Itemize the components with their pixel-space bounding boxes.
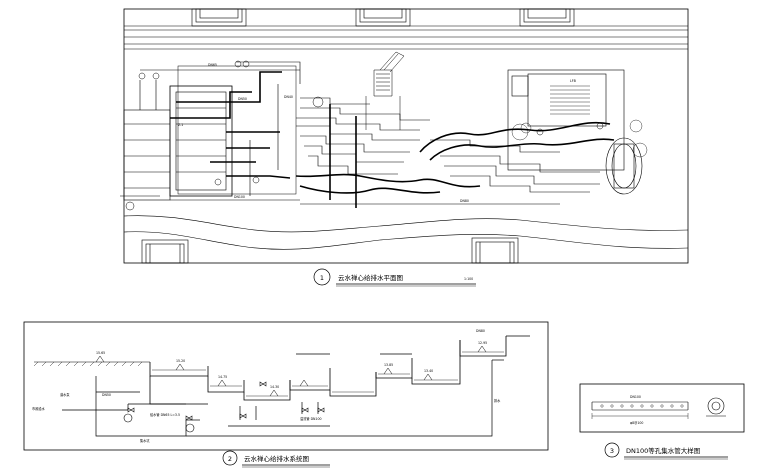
top-building-1 <box>191 8 247 27</box>
sys-label-a: 潜水泵 <box>60 392 70 397</box>
plan-label-valve: Z-1 <box>178 123 183 127</box>
caption-2-number: 2 <box>228 455 232 463</box>
sys-label-b: 集水坑 <box>140 438 150 443</box>
bottom-building-1 <box>141 239 189 264</box>
plan-frame <box>123 8 689 264</box>
detail-label-spec: φ8@100 <box>630 421 643 425</box>
sys-label-note1: 给水管 DN65 L=3.5 <box>150 412 180 417</box>
caption-3: 3 DN100等孔集水管大样图 <box>604 442 728 460</box>
system-pipes <box>62 359 504 437</box>
system-view: 市政给水 DN50 给水管 DN65 L=3.5 溢流管 DN100 15.65… <box>23 321 549 451</box>
plan-label-dn65: DN65 <box>208 63 217 67</box>
sys-label-el4: 14.30 <box>270 385 279 389</box>
sys-label-el2: 15.20 <box>176 359 185 363</box>
sys-label-pump: DN50 <box>102 393 111 397</box>
plan-view: DN65 DN50 DN40 DN100 DN80 LFB Z-1 <box>120 8 689 264</box>
caption-1-number: 1 <box>320 274 324 282</box>
caption-2-title: 云水禅心给排水系统图 <box>244 454 309 463</box>
caption-3-title: DN100等孔集水管大样图 <box>626 446 700 455</box>
sys-label-return: DN80 <box>476 329 485 333</box>
sys-label-el3: 14.75 <box>218 375 227 379</box>
system-frame <box>23 321 549 451</box>
sys-label-inlet: 市政给水 <box>32 406 46 411</box>
top-building-3 <box>519 8 575 27</box>
caption-1-scale: 1:100 <box>464 277 473 281</box>
terraces <box>120 97 600 197</box>
caption-2: 2 云水禅心给排水系统图 <box>222 450 330 468</box>
elevation-markers <box>95 345 487 397</box>
fixtures <box>125 60 604 211</box>
detail-view: DN100 φ8@100 <box>579 383 745 433</box>
bottom-building-2 <box>471 237 519 264</box>
thin-pipes <box>139 61 560 205</box>
sys-label-el7: 12.95 <box>478 341 487 345</box>
sys-label-note2: 溢流管 DN100 <box>300 416 322 421</box>
sys-label-el1: 15.65 <box>96 351 105 355</box>
detail-label-pipe: DN100 <box>630 395 641 399</box>
tree-symbols <box>511 119 648 158</box>
plan-label-dn40: DN40 <box>284 95 293 99</box>
caption-1: 1 云水禅心给排水平面图 1:100 <box>313 268 476 287</box>
plan-label-dn100: DN100 <box>234 195 245 199</box>
plan-label-dn80: DN80 <box>460 199 469 203</box>
sys-label-el5: 13.85 <box>384 363 393 367</box>
caption-1-title: 云水禅心给排水平面图 <box>338 273 403 282</box>
water-pipes <box>170 71 615 208</box>
top-building-2 <box>355 8 411 27</box>
caption-3-number: 3 <box>610 447 614 455</box>
detail-frame <box>579 383 745 433</box>
stair-hatch <box>550 85 590 115</box>
sys-label-drain: 排水 <box>494 398 501 403</box>
plan-label-room: LFB <box>570 79 576 83</box>
central-stair <box>365 51 405 130</box>
sys-label-el6: 13.40 <box>424 369 433 373</box>
cascade-pools <box>149 335 530 405</box>
plan-label-dn50: DN50 <box>238 97 247 101</box>
system-valves <box>123 381 325 433</box>
